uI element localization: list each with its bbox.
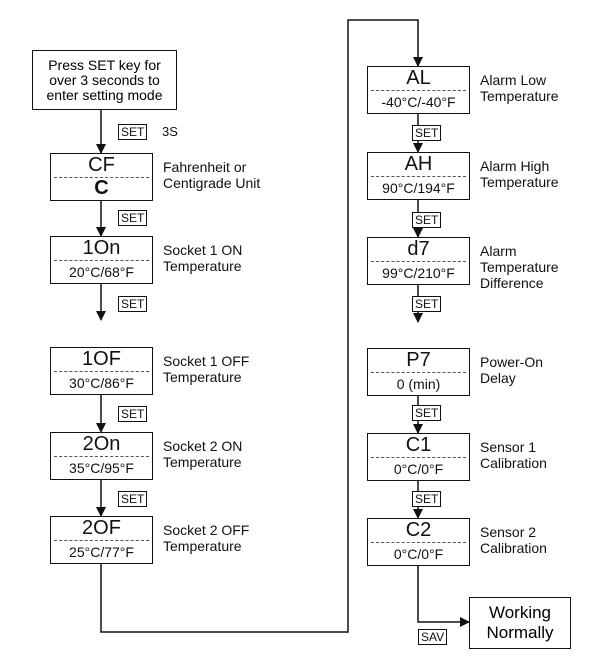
save-key-badge: SAV — [418, 629, 448, 645]
parameter-code: 2OF — [82, 517, 121, 539]
parameter-code: CF — [88, 154, 115, 176]
working-normally-text: Working Normally — [486, 603, 554, 642]
set-key-badge: SET — [412, 125, 442, 141]
parameter-code: AH — [404, 153, 433, 175]
set-key-badge: SET — [412, 212, 442, 228]
parameter-description: Fahrenheit or Centigrade Unit — [163, 159, 261, 191]
set-key-badge: SET — [118, 406, 148, 422]
parameter-description: Socket 2 OFF Temperature — [163, 522, 250, 554]
parameter-default-value: -40°C/-40°F — [381, 93, 456, 110]
parameter-code: AL — [406, 67, 431, 89]
parameter-default-value: 30°C/86°F — [69, 374, 134, 391]
dashed-divider — [54, 260, 149, 261]
parameter-code: P7 — [406, 349, 431, 371]
dashed-divider — [54, 177, 149, 178]
parameter-default-value: 99°C/210°F — [382, 264, 455, 281]
parameter-description: Sensor 1 Calibration — [480, 439, 547, 471]
parameter-box-ah: AH 90°C/194°F — [367, 152, 470, 200]
parameter-box-c1: C1 0°C/0°F — [367, 433, 470, 481]
parameter-default-value: 0°C/0°F — [393, 460, 444, 477]
parameter-description: Alarm Temperature Difference — [480, 243, 559, 291]
parameter-description: Socket 2 ON Temperature — [163, 438, 243, 470]
parameter-code: 2On — [82, 433, 121, 455]
parameter-code: C1 — [405, 434, 432, 456]
parameter-box-2of: 2OF 25°C/77°F — [50, 516, 153, 564]
parameter-default-value: 35°C/95°F — [69, 459, 134, 476]
parameter-box-p7: P7 0 (min) — [367, 348, 470, 396]
working-normally-box: Working Normally — [469, 597, 571, 649]
flow-arrow-column-link — [100, 19, 423, 633]
dashed-divider — [371, 176, 466, 177]
parameter-box-1on: 1On 20°C/68°F — [50, 236, 153, 284]
set-key-badge: SET — [412, 405, 442, 421]
flow-arrow-to-end — [417, 566, 470, 627]
parameter-default-value: C — [94, 177, 109, 199]
parameter-box-2on: 2On 35°C/95°F — [50, 432, 153, 480]
parameter-default-value: 0 (min) — [396, 375, 441, 392]
parameter-default-value: 20°C/68°F — [69, 263, 134, 280]
set-key-badge: SET — [412, 491, 442, 507]
parameter-description: Socket 1 ON Temperature — [163, 242, 243, 274]
dashed-divider — [371, 542, 466, 543]
start-instruction-box: Press SET key for over 3 seconds to ente… — [32, 50, 177, 110]
parameter-description: Alarm Low Temperature — [480, 72, 559, 104]
parameter-default-value: 90°C/194°F — [382, 179, 455, 196]
parameter-description: Alarm High Temperature — [480, 158, 559, 190]
dashed-divider — [371, 90, 466, 91]
parameter-box-1of: 1OF 30°C/86°F — [50, 347, 153, 395]
parameter-box-c2: C2 0°C/0°F — [367, 518, 470, 566]
dashed-divider — [371, 457, 466, 458]
dashed-divider — [54, 371, 149, 372]
parameter-default-value: 0°C/0°F — [393, 545, 444, 562]
parameter-description: Power-On Delay — [480, 354, 544, 386]
set-key-badge: SET — [118, 491, 148, 507]
parameter-code: C2 — [405, 519, 432, 541]
parameter-code: d7 — [407, 238, 430, 260]
dashed-divider — [371, 261, 466, 262]
parameter-box-d7: d7 99°C/210°F — [367, 237, 470, 285]
start-instruction-text: Press SET key for over 3 seconds to ente… — [46, 56, 163, 103]
set-key-badge: SET — [118, 124, 148, 140]
parameter-description: Sensor 2 Calibration — [480, 524, 547, 556]
parameter-code: 1OF — [82, 348, 121, 370]
set-key-badge: SET — [118, 296, 148, 312]
parameter-default-value: 25°C/77°F — [69, 543, 134, 560]
dashed-divider — [371, 372, 466, 373]
parameter-box-al: AL -40°C/-40°F — [367, 66, 470, 114]
set-key-badge: SET — [118, 210, 148, 226]
hold-duration-label: 3S — [162, 124, 178, 139]
parameter-description: Socket 1 OFF Temperature — [163, 353, 250, 385]
dashed-divider — [54, 456, 149, 457]
set-key-badge: SET — [412, 296, 442, 312]
parameter-code: 1On — [82, 237, 121, 259]
dashed-divider — [54, 540, 149, 541]
